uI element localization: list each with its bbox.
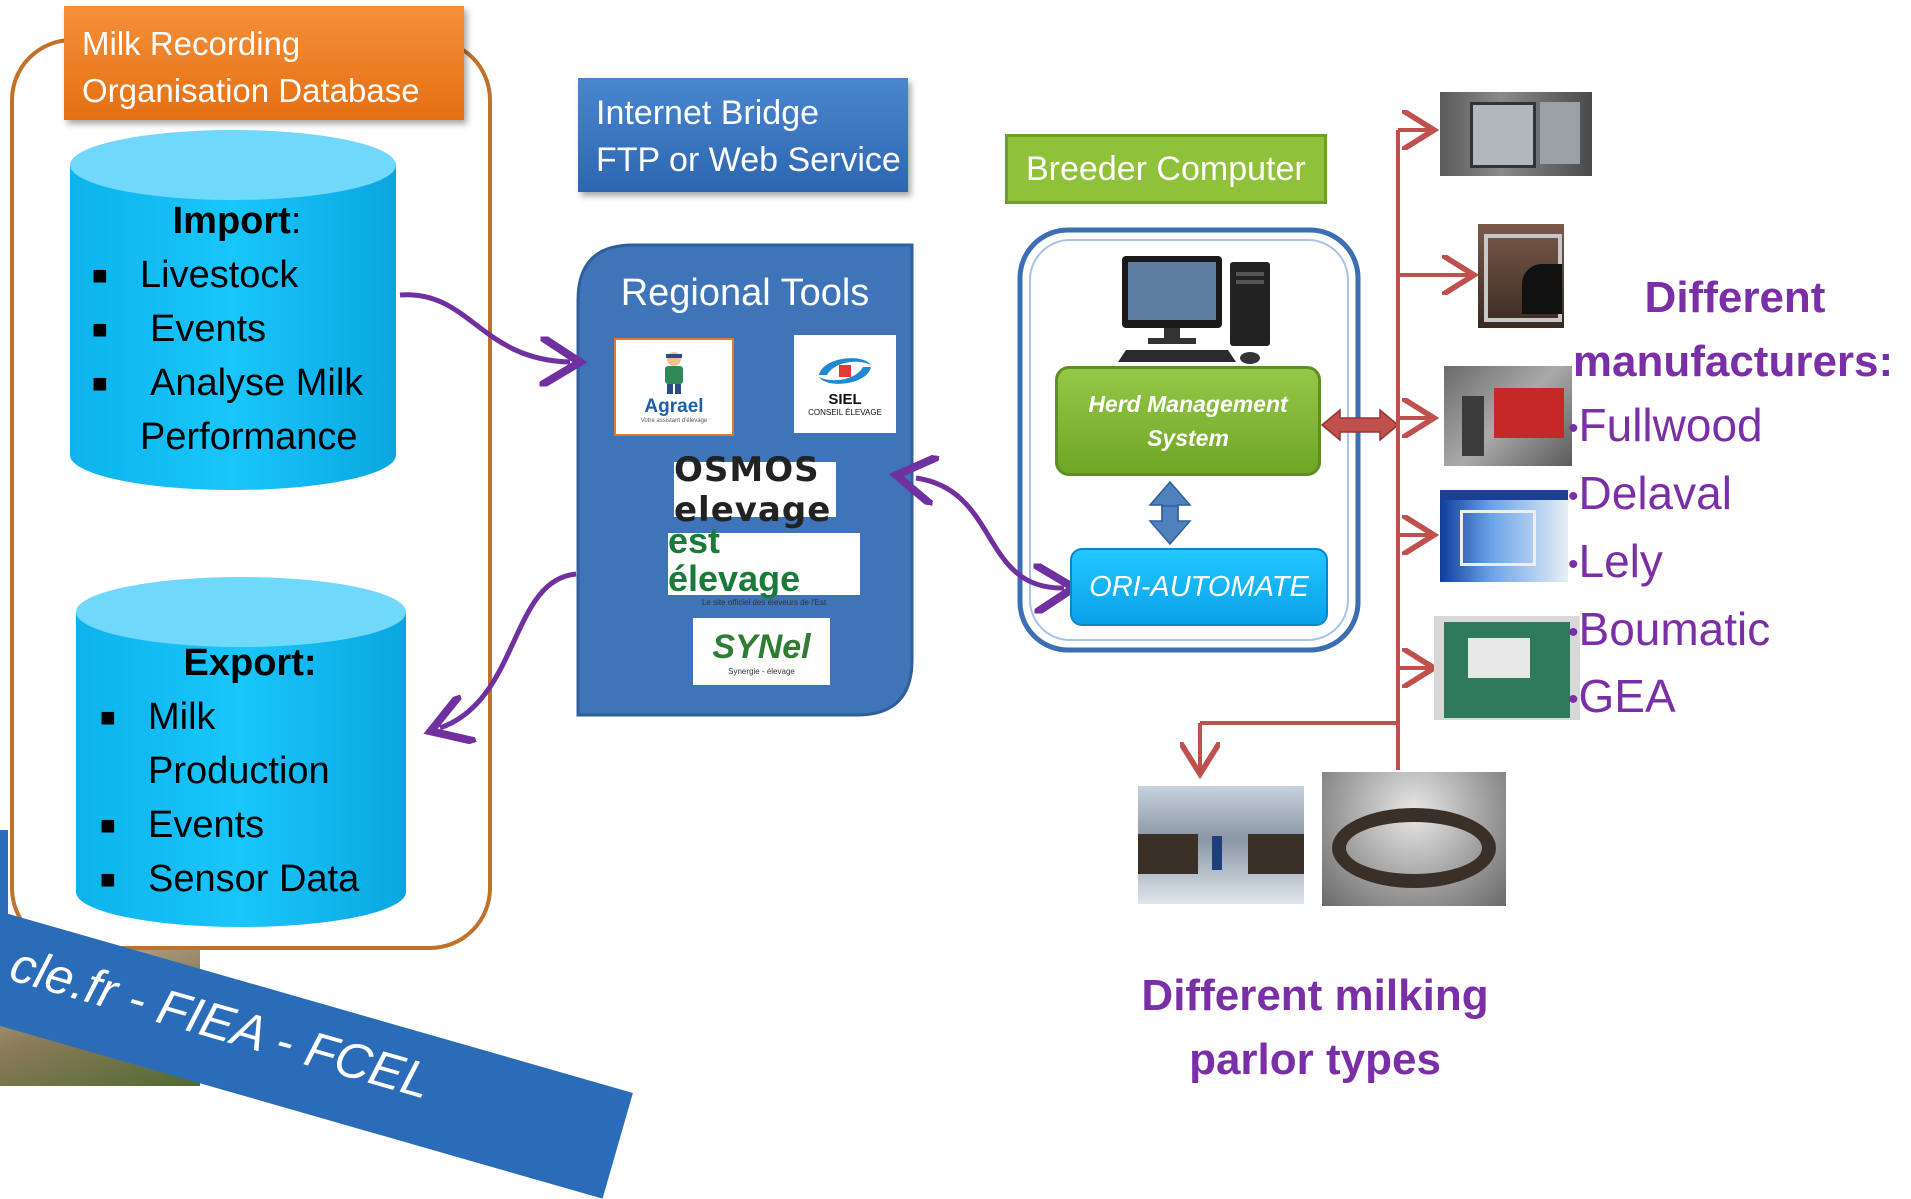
herd-management-box: Herd Management System (1055, 366, 1321, 476)
internet-bridge-line2: FTP or Web Service (596, 141, 901, 179)
gea-robot-photo (1434, 616, 1580, 720)
manufacturer-bus (1200, 130, 1470, 770)
import-item: ■Events (92, 308, 267, 350)
import-to-regional-arrow (399, 292, 570, 362)
manufacturers-list: •Fullwood •Delaval •Lely •Boumatic •GEA (1568, 393, 1770, 732)
fullwood-robot-photo (1440, 92, 1592, 176)
manufacturer-item: •Fullwood (1568, 399, 1763, 451)
manufacturer-item: •Boumatic (1568, 602, 1771, 655)
regional-tools-title: Regional Tools (620, 272, 870, 314)
milk-recording-title-line1: Milk Recording (82, 25, 301, 62)
internet-bridge-box: Internet Bridge FTP or Web Service (578, 78, 908, 192)
manufacturers-title: Different manufacturers: (1560, 266, 1910, 394)
manufacturers-title-line1: Different (1644, 273, 1826, 322)
export-item: ■Sensor Data (100, 858, 360, 900)
siel-swirl-icon (819, 358, 871, 384)
import-item: ■Analyse Milk (92, 362, 364, 404)
export-item: ■Events (100, 804, 265, 846)
milk-recording-header: Milk Recording Organisation Database (64, 6, 464, 120)
synel-logo: SYNel Synergie - élevage (693, 618, 830, 685)
parlor-types-line2: parlor types (1189, 1035, 1441, 1084)
herd-management-line1: Herd Management (1088, 391, 1288, 417)
export-item-continued: Production (148, 750, 330, 792)
import-item-continued: Performance (140, 416, 358, 458)
import-title: Import (172, 200, 291, 242)
desktop-computer-icon (1118, 256, 1270, 364)
siel-logo: SIEL CONSEIL ÉLEVAGE (794, 335, 896, 433)
export-title: Export: (183, 642, 317, 684)
import-item: ■Livestock (92, 254, 299, 296)
agrael-logo: Agrael Votre assistant d'élevage (614, 338, 734, 436)
regional-to-export-arrow (440, 571, 577, 728)
parlor-types-line1: Different milking (1141, 971, 1489, 1020)
breeder-computer-header: Breeder Computer (1005, 134, 1327, 204)
boumatic-robot-photo (1440, 490, 1568, 582)
parallel-parlor-photo (1138, 786, 1304, 904)
parlor-types-label: Different milking parlor types (1080, 964, 1550, 1092)
farmer-icon (665, 352, 683, 394)
lely-robot-photo (1444, 366, 1572, 466)
regional-ori-bidirectional-arrow (916, 478, 1064, 588)
import-database-cylinder (70, 130, 396, 490)
osmos-logo: OSMOS elevage (674, 450, 836, 530)
manufacturers-title-line2: manufacturers: (1572, 337, 1894, 386)
herd-ori-double-arrow (1148, 480, 1192, 546)
manufacturer-item: •Delaval (1568, 466, 1732, 519)
rotary-parlor-photo (1322, 772, 1506, 906)
est-elevage-logo: est élevage Le site officiel des éleveur… (668, 521, 860, 607)
milk-recording-title-line2: Organisation Database (82, 72, 420, 109)
internet-bridge-line1: Internet Bridge (596, 94, 820, 132)
manufacturer-item: •Lely (1568, 534, 1663, 587)
footer-left-edge (0, 830, 8, 950)
ori-automate-box: ORI-AUTOMATE (1070, 548, 1328, 626)
manufacturer-item: •GEA (1568, 670, 1676, 723)
herd-management-line2: System (1147, 425, 1229, 451)
import-list: Import: ■Livestock ■Events ■Analyse Milk… (92, 194, 392, 464)
export-item: ■Milk (100, 696, 216, 738)
delaval-robot-photo (1478, 224, 1564, 328)
export-database-cylinder (76, 577, 406, 927)
export-list: Export: ■Milk Production ■Events ■Sensor… (100, 636, 400, 906)
